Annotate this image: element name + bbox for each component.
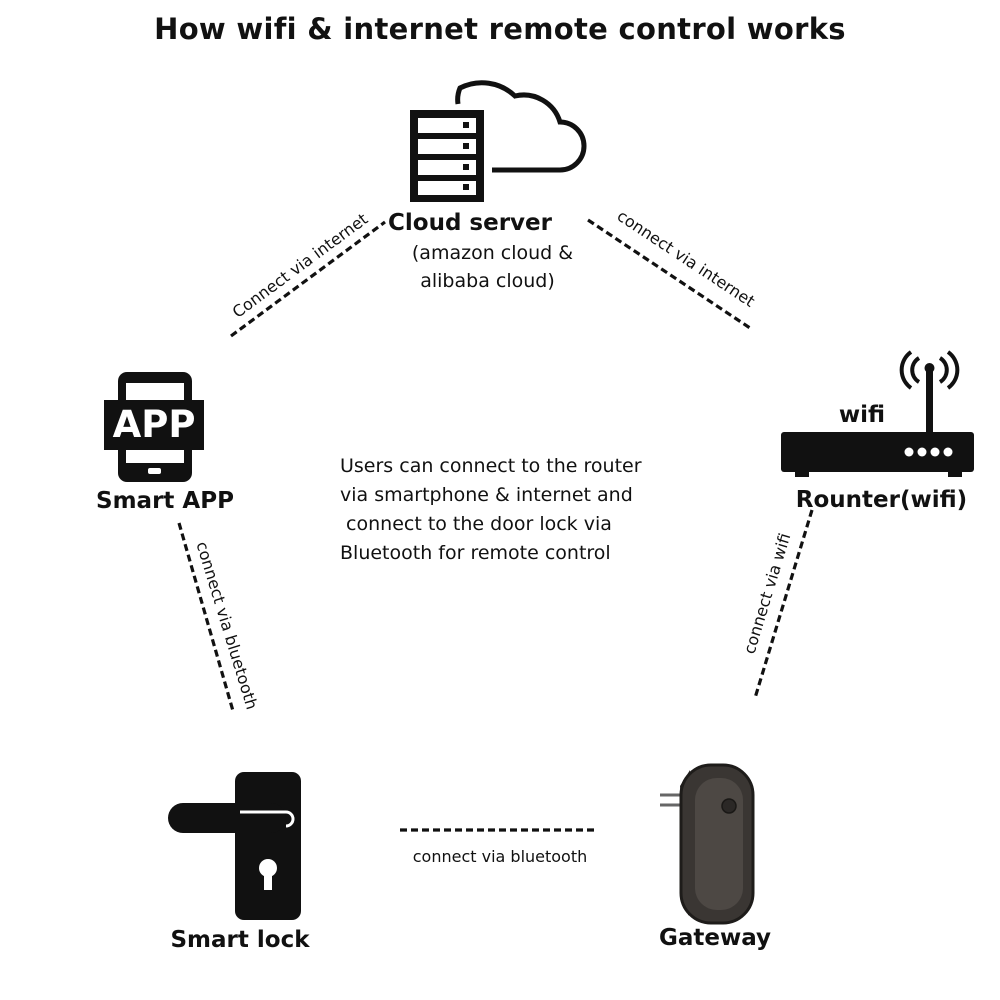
- smart-lock-label: Smart lock: [170, 927, 310, 953]
- router-icon: [781, 350, 974, 477]
- cloud-server-label: Cloud server: [388, 210, 552, 236]
- door-lock-icon: [168, 772, 301, 920]
- gateway-device-icon: [660, 763, 755, 925]
- app-icon-text: APP: [112, 403, 196, 446]
- diagram-title: How wifi & internet remote control works: [154, 12, 846, 46]
- gateway-label: Gateway: [658, 925, 772, 951]
- router-label: Rounter(wifi): [795, 487, 968, 513]
- link-label-lock-gateway: connect via bluetooth: [412, 847, 588, 866]
- wifi-badge-label: wifi: [838, 402, 886, 428]
- cloud-server-icon: [410, 80, 587, 202]
- smartphone-icon: [104, 372, 204, 482]
- cloud-server-sub-line1: (amazon cloud &: [411, 242, 574, 264]
- smart-app-label: Smart APP: [96, 488, 234, 514]
- link-line-app-cloud: [230, 220, 386, 338]
- cloud-server-sub-line2: alibaba cloud): [420, 270, 555, 292]
- center-explanation-text: Users can connect to the router via smar…: [340, 455, 642, 564]
